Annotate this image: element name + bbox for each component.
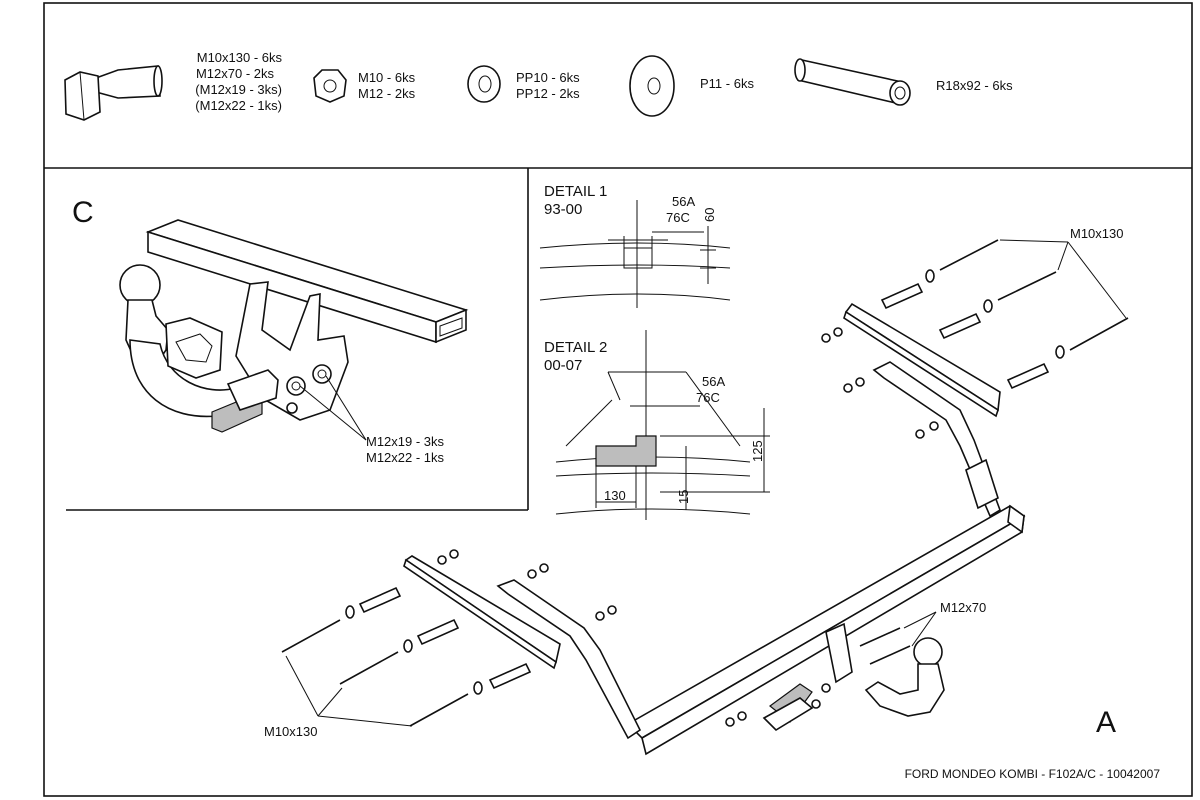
detail2-dim-125: 125: [750, 440, 765, 462]
view-a-callout-bottom: M10x130: [264, 724, 317, 739]
right-bracket: [843, 302, 1001, 518]
view-c-letter: C: [72, 196, 94, 229]
view-a-callout-top: M10x130: [1070, 226, 1123, 241]
bolt-line-3: (M12x19 - 3ks): [195, 82, 282, 97]
detail1-section: [539, 200, 731, 308]
view-a-callout-ball: M12x70: [940, 600, 986, 615]
main-crossbar: [626, 504, 1026, 756]
detail1-dim-60: 60: [702, 208, 717, 222]
washer-line-2: PP12 - 2ks: [516, 86, 580, 101]
left-hardware: [281, 549, 617, 727]
hex-nut-icon: [313, 69, 347, 103]
detail2-dim-130: 130: [604, 488, 626, 503]
spacer-tube-label: R18x92 - 6ks: [936, 78, 1013, 93]
washer-line-1: PP10 - 6ks: [516, 70, 580, 85]
detail2-section: [555, 330, 770, 520]
plate-washer-label: P11 - 6ks: [700, 76, 754, 91]
detail2-label-56a: 56A: [702, 374, 725, 389]
left-brackets: [403, 555, 642, 740]
detail2-dim-15: 15: [676, 490, 691, 504]
spacer-tube-icon: [794, 58, 911, 106]
bolt-line-4: (M12x22 - 1ks): [195, 98, 282, 113]
detail1-label-76c: 76C: [666, 210, 690, 225]
view-c-callout-2: M12x22 - 1ks: [366, 450, 445, 465]
view-a-letter: A: [1096, 706, 1116, 739]
nut-line-2: M12 - 2ks: [358, 86, 416, 101]
drawing-footer: FORD MONDEO KOMBI - F102A/C - 10042007: [905, 767, 1161, 781]
bolt-line-2: M12x70 - 2ks: [196, 66, 275, 81]
detail1-years: 93-00: [544, 201, 582, 218]
ball-bolts: [725, 611, 937, 727]
view-c-frame: [66, 168, 529, 511]
view-c-hitch-detail: [119, 219, 469, 441]
detail1-title: DETAIL 1: [544, 183, 607, 200]
drawing-frame: [43, 2, 1193, 797]
washer-icon: [467, 65, 501, 103]
detail2-label-76c: 76C: [696, 390, 720, 405]
view-c-callout-1: M12x19 - 3ks: [366, 434, 445, 449]
tow-ball-assembly: [762, 622, 945, 732]
nut-line-1: M10 - 6ks: [358, 70, 416, 85]
detail2-years: 00-07: [544, 357, 582, 374]
right-hardware: [821, 239, 1129, 439]
hex-bolt-icon: [64, 65, 163, 121]
detail1-label-56a: 56A: [672, 194, 695, 209]
detail2-title: DETAIL 2: [544, 339, 607, 356]
plate-washer-icon: [629, 55, 675, 117]
bolt-line-1: M10x130 - 6ks: [197, 50, 283, 65]
